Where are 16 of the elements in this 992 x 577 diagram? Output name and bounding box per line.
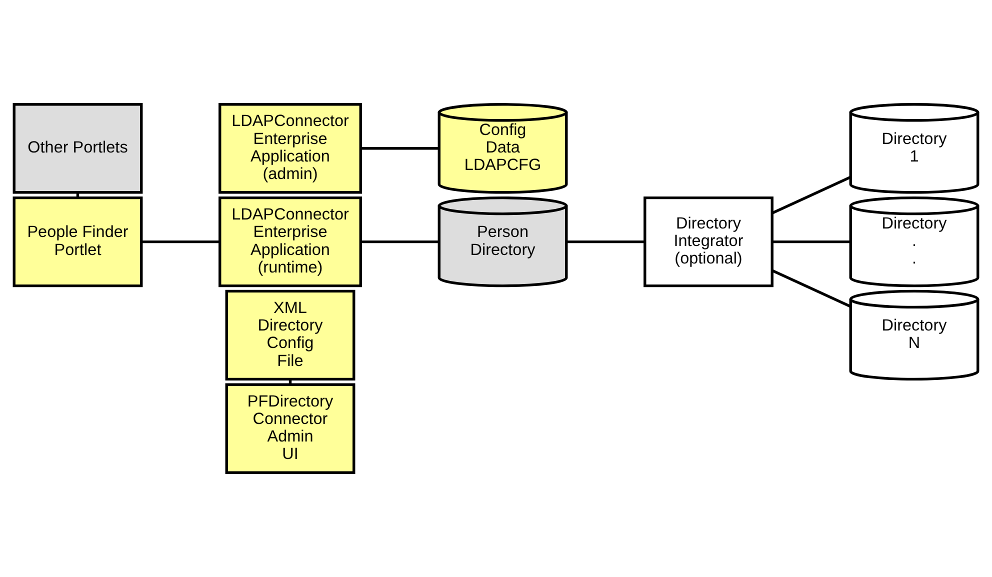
- node-box: Other Portlets: [12, 103, 143, 194]
- node-box: PFDirectory Connector Admin UI: [225, 383, 356, 474]
- connector: [566, 240, 645, 244]
- node-box: XML Directory Config File: [225, 290, 356, 381]
- node-box: People Finder Portlet: [12, 196, 143, 288]
- connector: [360, 240, 439, 244]
- connector: [772, 240, 851, 244]
- node-box: LDAPConnector Enterprise Application (runtime): [218, 196, 362, 288]
- connector: [772, 269, 852, 308]
- connector: [141, 240, 220, 244]
- node-box: Directory Integrator (optional): [644, 196, 774, 288]
- node-box: LDAPConnector Enterprise Application (admin): [218, 103, 362, 194]
- connector: [288, 379, 292, 384]
- connector: [76, 192, 80, 198]
- connector: [772, 176, 852, 214]
- connector: [360, 147, 439, 150]
